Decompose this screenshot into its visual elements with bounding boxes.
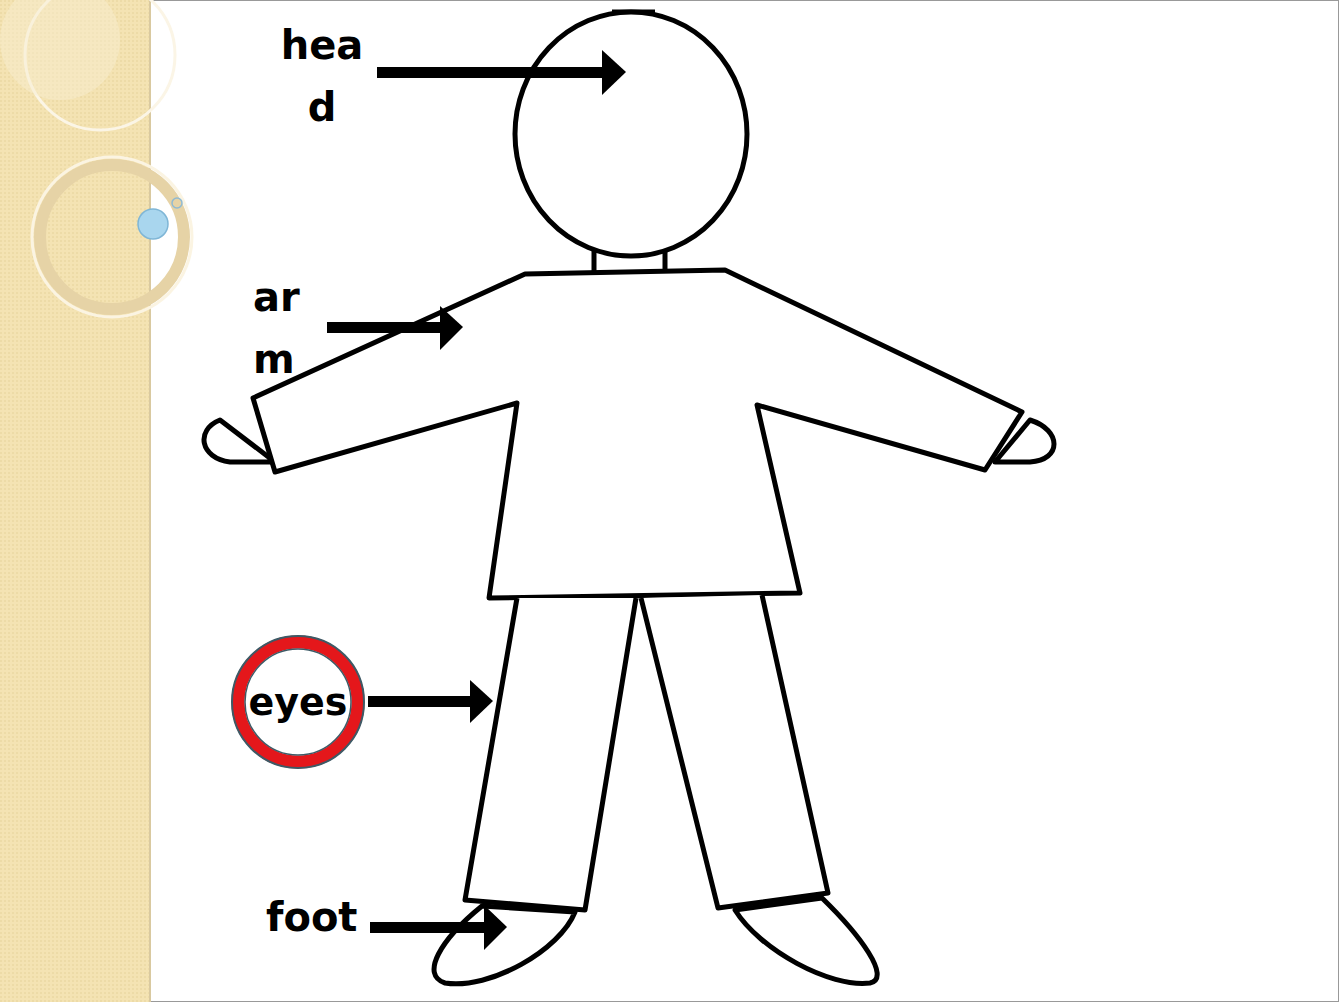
neck-outline (594, 250, 665, 272)
deco-ring (32, 157, 192, 317)
deco-disc (0, 0, 120, 100)
arrow-shaft (327, 322, 443, 333)
part-label: hea d (272, 14, 372, 138)
arrow-shaft (368, 696, 473, 707)
deco-ring (40, 165, 184, 309)
node-text: eyes (231, 635, 365, 769)
arrow-head (470, 680, 493, 723)
left-leg (465, 598, 636, 910)
left-foot (434, 906, 575, 984)
arrow-head (484, 905, 507, 950)
strip-edge (149, 0, 151, 1002)
head-outline (515, 12, 747, 256)
circled-word: eyes (231, 635, 365, 769)
arrow-head (440, 306, 463, 350)
right-leg (641, 595, 828, 908)
ring-edge (232, 636, 364, 768)
arrow-shaft (377, 67, 607, 78)
part-label: ar m (253, 266, 325, 390)
arrow-shaft (370, 922, 488, 933)
part-label: foot (266, 886, 396, 948)
shirt-outline (253, 270, 1022, 598)
deco-bubble (138, 209, 168, 239)
arrow-head (602, 50, 626, 95)
deco-bubble (172, 198, 182, 208)
right-foot (735, 898, 877, 983)
side-strip (0, 0, 150, 1002)
